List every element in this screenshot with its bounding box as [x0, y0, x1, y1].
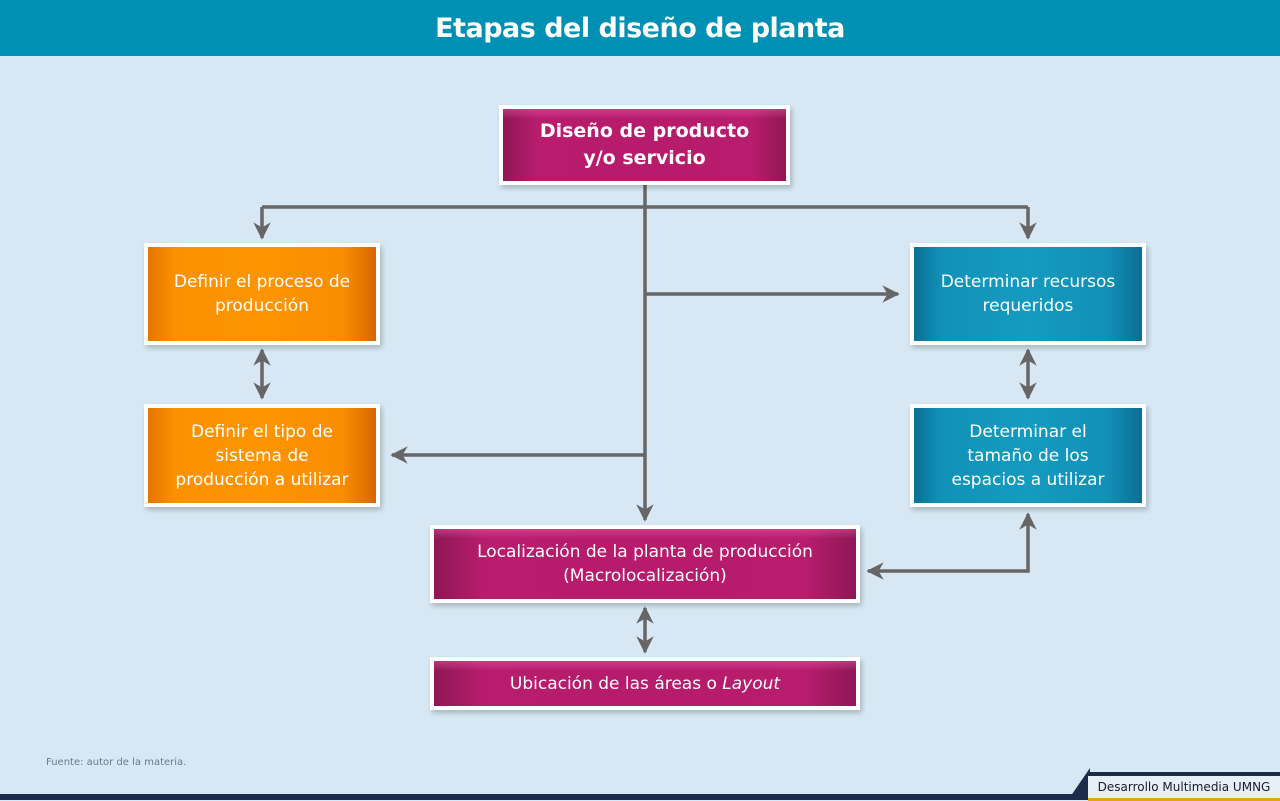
node-text: Diseño de producto [539, 120, 750, 142]
brand-label: Desarrollo Multimedia UMNG [1088, 772, 1280, 801]
node-definir-tipo: Definir el tipo de sistema de producción… [144, 404, 380, 507]
node-text-italic: Layout [722, 673, 781, 694]
node-text: Localización de la planta de producción [477, 542, 813, 562]
node-text: producción [215, 296, 309, 316]
node-text: requeridos [982, 296, 1074, 316]
page-title: Etapas del diseño de planta [435, 12, 845, 44]
node-definir-proceso: Definir el proceso de producción [144, 243, 380, 345]
footer-bar [0, 794, 1280, 800]
brand-slant-decoration [1068, 768, 1090, 800]
node-text: Definir el proceso de [173, 272, 351, 292]
node-diseno-producto: Diseño de producto y/o servicio [499, 105, 790, 185]
node-determinar-tamano: Determinar el tamaño de los espacios a u… [910, 404, 1146, 507]
node-text: sistema de [215, 445, 309, 466]
node-localizacion: Localización de la planta de producción … [430, 525, 860, 603]
node-text: y/o servicio [583, 147, 706, 169]
node-text: producción a utilizar [175, 469, 349, 490]
node-text: espacios a utilizar [951, 469, 1105, 490]
node-text: (Macrolocalización) [563, 566, 727, 586]
node-text: Determinar el [969, 421, 1087, 442]
node-ubicacion-layout: Ubicación de las áreas o Layout [430, 657, 860, 710]
edge-tamano-localizacion [866, 512, 1037, 580]
node-text: tamaño de los [967, 445, 1089, 466]
header-bar: Etapas del diseño de planta [0, 0, 1280, 56]
node-determinar-recursos: Determinar recursos requeridos [910, 243, 1146, 345]
node-text: Ubicación de las áreas o [509, 673, 723, 694]
node-text: Definir el tipo de [191, 421, 333, 442]
source-footnote: Fuente: autor de la materia. [46, 757, 187, 768]
node-text: Determinar recursos [940, 272, 1116, 292]
